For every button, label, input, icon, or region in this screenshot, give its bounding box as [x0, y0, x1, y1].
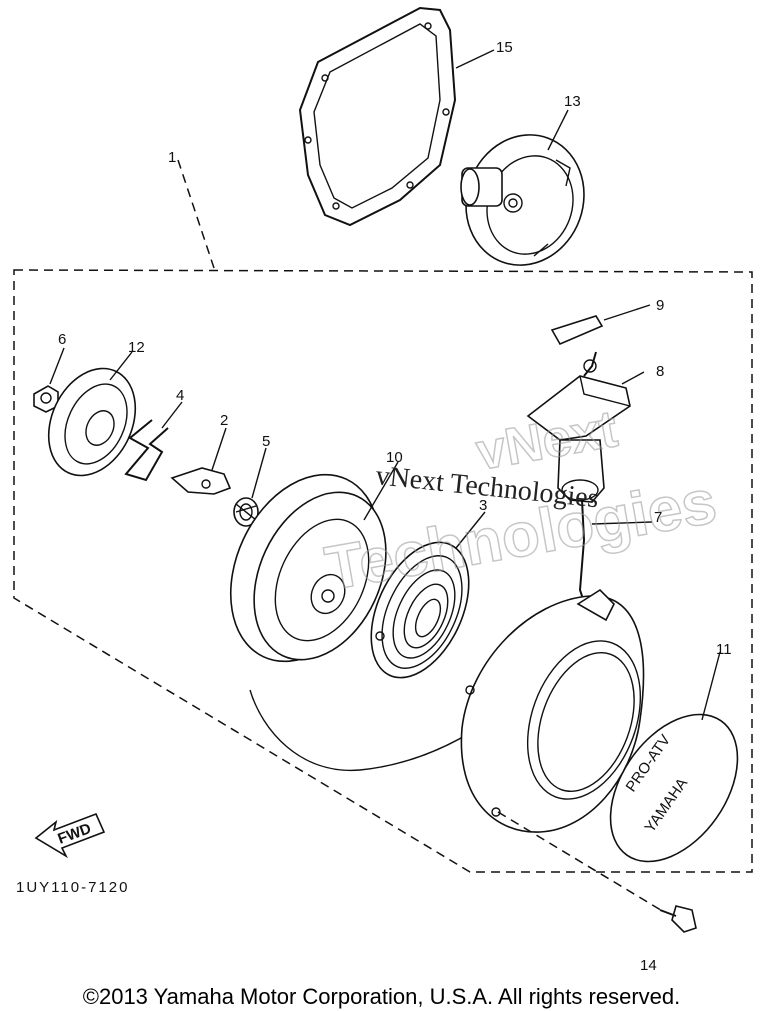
callout-11: 11: [716, 641, 732, 658]
part-15-gasket: [298, 6, 457, 227]
callout-4: 4: [176, 387, 184, 404]
part-11-emblem: YAMAHA PRO-ATV: [609, 713, 739, 863]
copyright-notice: ©2013 Yamaha Motor Corporation, U.S.A. A…: [82, 984, 681, 1009]
exploded-view-drawing: YAMAHA PRO-ATV 1 2 3 4 5: [13, 6, 753, 974]
callout-14: 14: [640, 957, 657, 974]
part-2-pawl: [170, 467, 232, 495]
callout-6: 6: [58, 331, 66, 348]
part-10-sheave-drum: [229, 473, 387, 663]
callout-12: 12: [128, 339, 145, 356]
part-12-plate: [47, 367, 137, 477]
callout-numbers: 1 2 3 4 5 6 7 8 9 10 11 12 13 14 15: [58, 39, 732, 974]
drawing-code: 1UY110-7120: [16, 879, 129, 896]
callout-2: 2: [220, 412, 228, 429]
leader-lines: [49, 49, 721, 721]
callout-10: 10: [386, 449, 403, 466]
starter-case: [460, 588, 645, 833]
assembly-boundary: [13, 159, 753, 873]
part-3-recoil-spring: [370, 541, 470, 679]
callout-13: 13: [564, 93, 581, 110]
callout-8: 8: [656, 363, 664, 380]
callout-7: 7: [654, 509, 662, 526]
part-5-spring: [233, 497, 259, 527]
fwd-arrow: FWD: [34, 812, 106, 859]
part-13-drive-plate: [460, 134, 585, 266]
callout-5: 5: [262, 433, 270, 450]
part-8-starter-handle: [526, 351, 631, 503]
part-14-bolt: [497, 811, 697, 933]
callout-3: 3: [479, 497, 487, 514]
callout-15: 15: [496, 39, 513, 56]
callout-9: 9: [656, 297, 664, 314]
part-4-clip: [124, 419, 169, 482]
callout-1: 1: [168, 149, 176, 166]
part-9-cap: [550, 315, 604, 346]
